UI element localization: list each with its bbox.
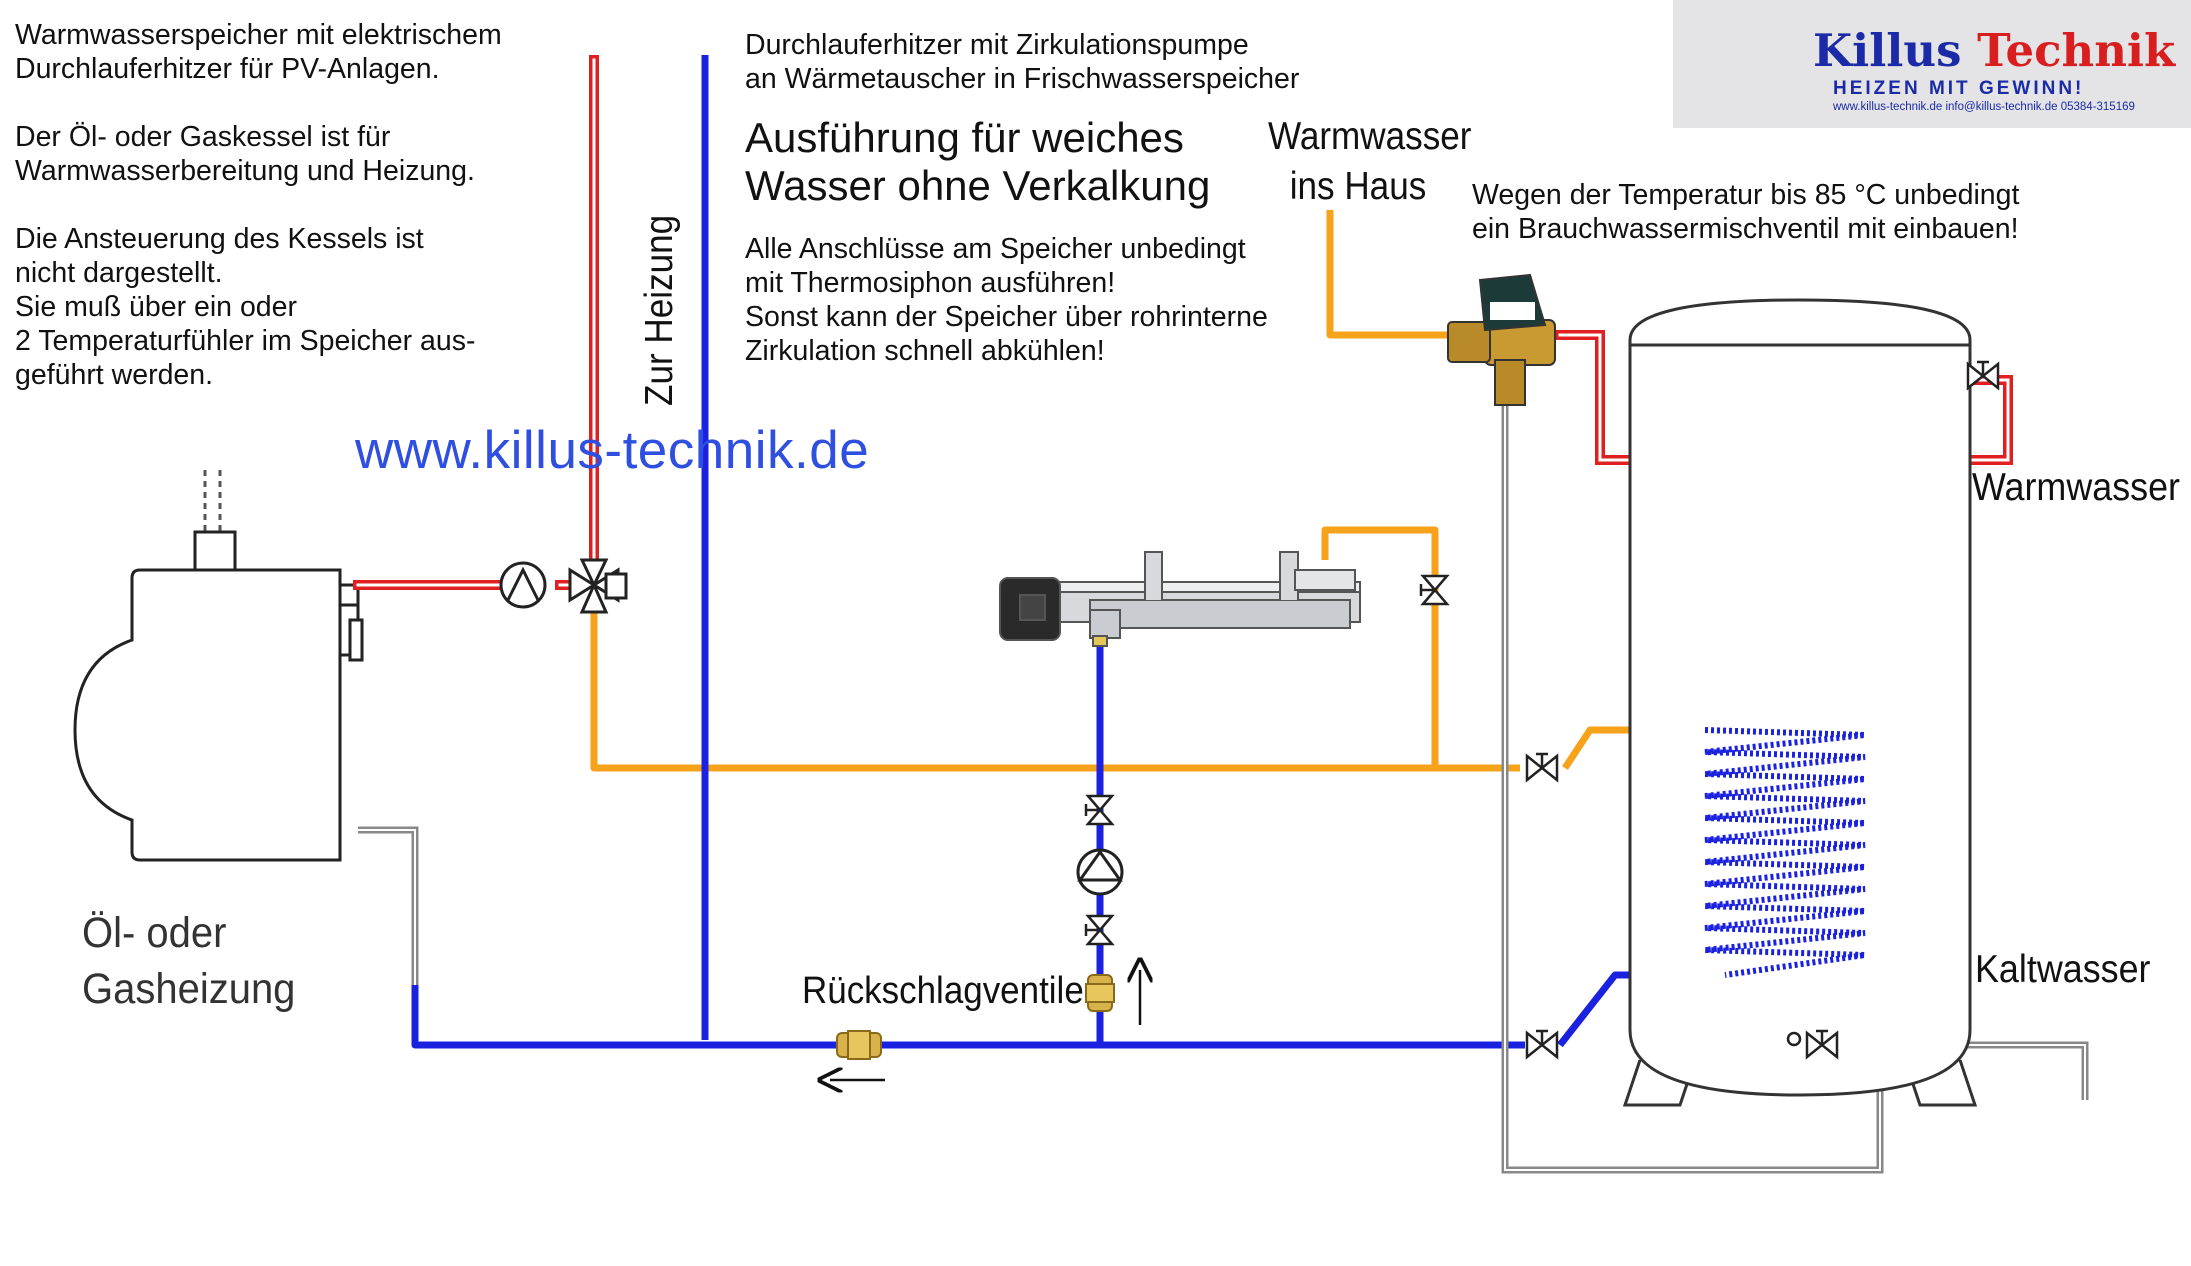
heating-pump bbox=[499, 561, 547, 609]
intro-line bbox=[15, 188, 502, 222]
hot-water-pipes bbox=[353, 55, 2013, 590]
logo-name-part2: Technik bbox=[1977, 24, 2176, 77]
intro-line: Warmwasserbereitung und Heizung. bbox=[15, 155, 475, 187]
boiler bbox=[73, 470, 364, 862]
note-line: Alle Anschlüsse am Speicher unbedingt bbox=[745, 233, 1246, 265]
warmwasser-label: Warmwasser bbox=[1972, 466, 2180, 509]
heizung-label: Öl- oder Gasheizung bbox=[82, 905, 295, 1017]
three-way-valve bbox=[568, 558, 628, 614]
intro-line: 2 Temperaturfühler im Speicher aus- bbox=[15, 325, 476, 357]
cold-water-pipes bbox=[411, 55, 1725, 1049]
heat-exchanger-coil bbox=[1704, 727, 1866, 978]
flow-arrows bbox=[830, 970, 1140, 1080]
heater-heading: Durchlauferhitzer mit Zirkulationspumpe … bbox=[745, 28, 1299, 96]
intro-line: nicht dargestellt. bbox=[15, 257, 223, 289]
kaltwasser-label: Kaltwasser bbox=[1975, 948, 2151, 991]
note-line: Wegen der Temperatur bis 85 °C unbedingt bbox=[1472, 179, 2020, 211]
label-line: Öl- oder bbox=[82, 909, 227, 957]
soft-water-heading: Ausführung für weiches Wasser ohne Verka… bbox=[745, 114, 1210, 210]
intro-line: Durchlauferhitzer für PV-Anlagen. bbox=[15, 53, 440, 85]
logo-name: Killus Technik bbox=[1813, 24, 2175, 77]
big-heading-line: Ausführung für weiches bbox=[745, 114, 1184, 161]
big-heading-line: Wasser ohne Verkalkung bbox=[745, 162, 1211, 209]
zur-heizung-label: Zur Heizung bbox=[638, 214, 681, 406]
intro-text: Warmwasserspeicher mit elektrischem Durc… bbox=[15, 18, 502, 392]
note-line: Sonst kann der Speicher über rohrinterne bbox=[745, 301, 1268, 333]
continuous-flow-heater bbox=[999, 551, 1361, 647]
logo-contact: www.killus-technik.de info@killus-techni… bbox=[1833, 101, 2135, 113]
intro-line: Die Ansteuerung des Kessels ist bbox=[15, 223, 424, 255]
company-logo: Killus Technik HEIZEN MIT GEWINN! www.ki… bbox=[1673, 0, 2191, 128]
logo-name-part1: Killus bbox=[1813, 24, 1962, 77]
temperature-note: Wegen der Temperatur bis 85 °C unbedingt… bbox=[1472, 178, 2019, 246]
heading-line: Durchlauferhitzer mit Zirkulationspumpe bbox=[745, 29, 1249, 61]
note-line: mit Thermosiphon ausführen! bbox=[745, 267, 1116, 299]
note-line: ein Brauchwassermischventil mit einbauen… bbox=[1472, 213, 2019, 245]
label-line: ins Haus bbox=[1289, 165, 1427, 208]
website-watermark: www.killus-technik.de bbox=[355, 421, 870, 480]
note-line: Zirkulation schnell abkühlen! bbox=[745, 335, 1105, 367]
mixing-valve bbox=[1447, 273, 1556, 406]
intro-line: geführt werden. bbox=[15, 359, 214, 391]
intro-line: Der Öl- oder Gaskessel ist für bbox=[15, 121, 391, 153]
heading-line: an Wärmetauscher in Frischwasserspeicher bbox=[745, 63, 1300, 95]
intro-line: Warmwasserspeicher mit elektrischem bbox=[15, 19, 502, 51]
storage-tank bbox=[1622, 298, 1978, 1107]
check-valves bbox=[836, 974, 1115, 1060]
intro-line: Sie muß über ein oder bbox=[15, 291, 297, 323]
label-line: Gasheizung bbox=[82, 965, 296, 1013]
logo-slogan: HEIZEN MIT GEWINN! bbox=[1833, 78, 2085, 99]
rueckschlag-label: Rückschlagventile bbox=[802, 970, 1084, 1012]
thermosiphon-note: Alle Anschlüsse am Speicher unbedingt mi… bbox=[745, 232, 1268, 368]
circulation-pump bbox=[1076, 848, 1124, 896]
shutoff-valves bbox=[1084, 360, 2000, 1060]
warmwasser-haus-label: Warmwasser ins Haus bbox=[1268, 112, 1472, 212]
label-line: Warmwasser bbox=[1268, 115, 1472, 158]
intro-line bbox=[15, 86, 502, 120]
